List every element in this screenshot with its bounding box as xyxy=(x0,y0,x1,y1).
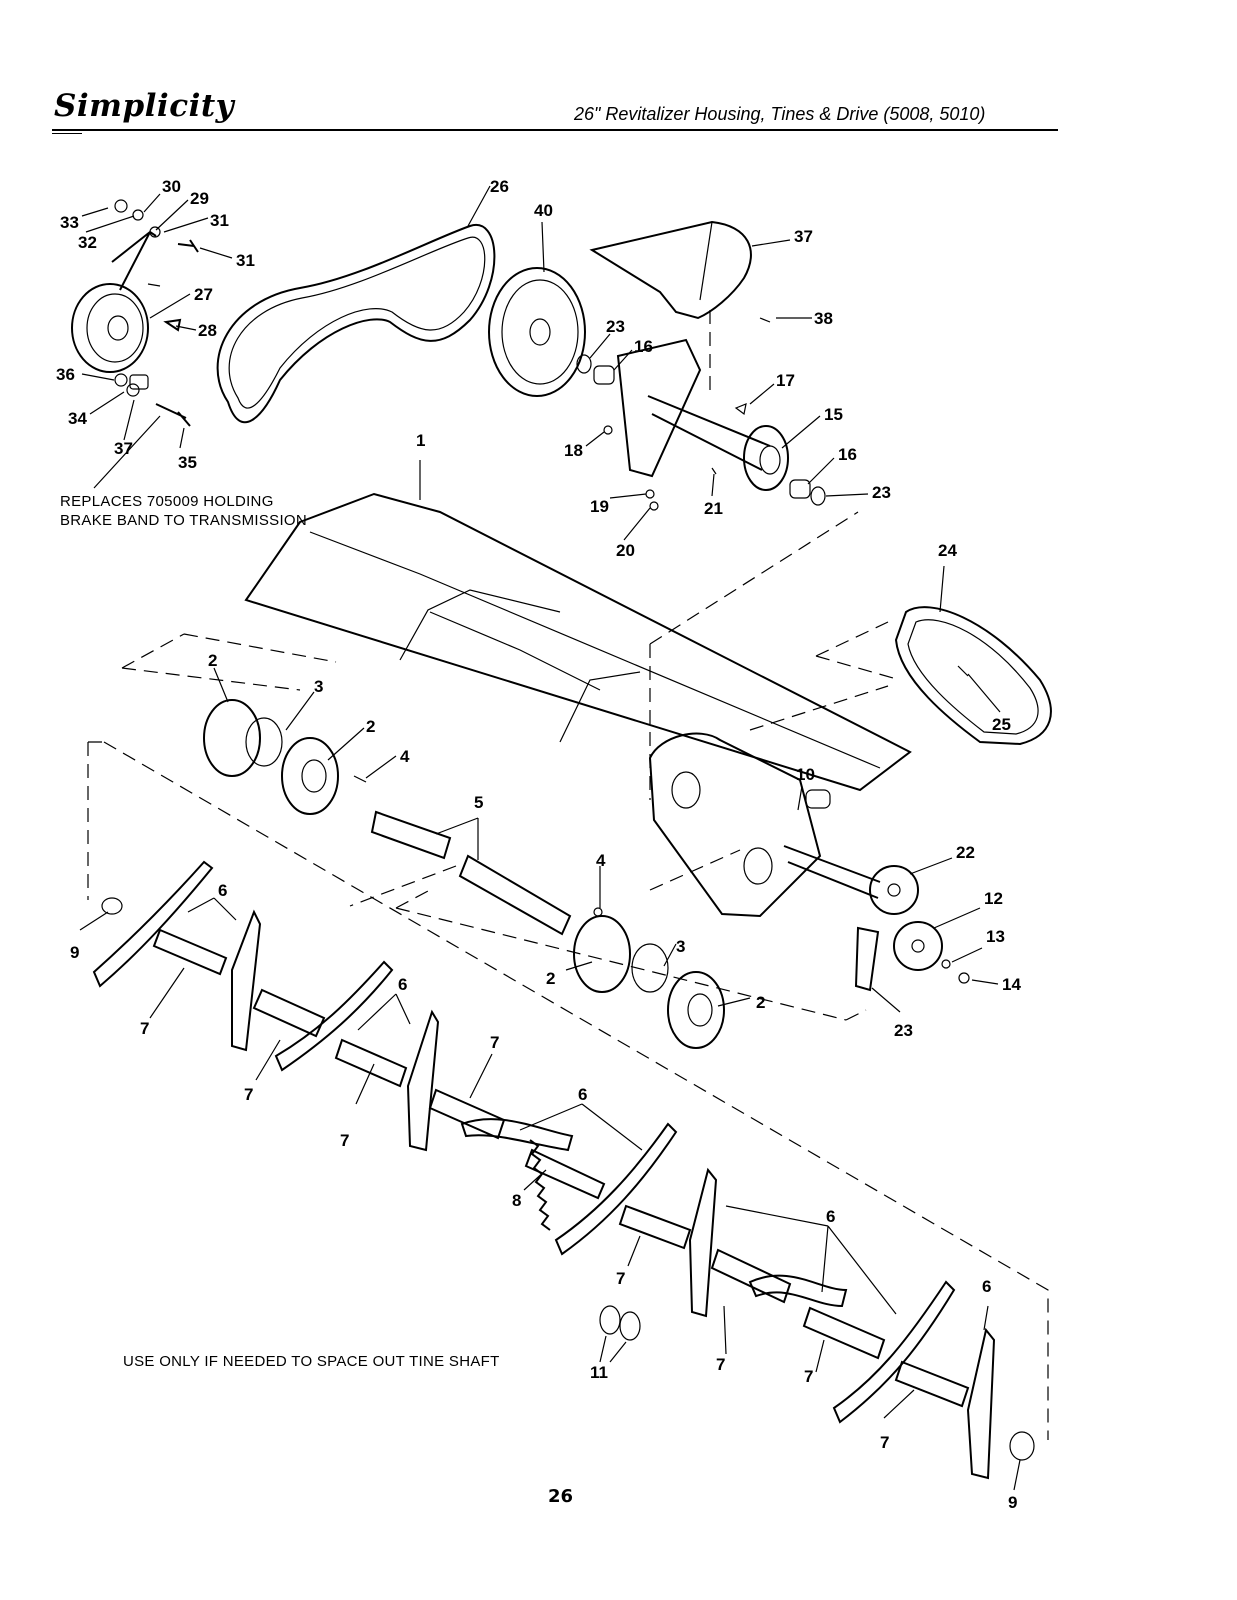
callout-18: 18 xyxy=(564,441,583,460)
callout-6d: 6 xyxy=(826,1207,835,1226)
callout-28: 27 xyxy=(194,285,213,304)
callout-23: 23 xyxy=(606,317,625,336)
callout-3a: 3 xyxy=(314,677,323,696)
callout-2d: 2 xyxy=(756,993,765,1012)
drive-pulley xyxy=(488,267,586,397)
callout-27: 26 xyxy=(490,177,509,196)
callout-16: 16 xyxy=(634,337,653,356)
callout-7c: 7 xyxy=(340,1131,349,1150)
header-rule xyxy=(52,129,1058,131)
callout-7b: 7 xyxy=(244,1085,253,1104)
callout-40: 40 xyxy=(534,201,553,220)
callout-31: 30 xyxy=(162,177,181,196)
callout-1: 1 xyxy=(416,431,425,450)
callout-7f: 7 xyxy=(716,1355,725,1374)
shaft-housing xyxy=(576,338,826,511)
callout-16b: 16 xyxy=(838,445,857,464)
callout-7a: 7 xyxy=(140,1019,149,1038)
callout-36: 35 xyxy=(178,453,197,472)
right-bearing-set xyxy=(573,907,725,1049)
callout-34: 33 xyxy=(60,213,79,232)
chain-case-cover xyxy=(894,606,1052,746)
callout-labels: 33 32 30 29 31 31 27 28 36 34 37 35 26 4… xyxy=(56,177,1021,1512)
callout-7h: 7 xyxy=(880,1433,889,1452)
page-number: 26 xyxy=(548,1486,574,1507)
sprocket-upper xyxy=(869,865,919,915)
callout-6a: 6 xyxy=(218,881,227,900)
callout-31b: 31 xyxy=(210,211,229,230)
callout-19: 19 xyxy=(590,497,609,516)
callout-9a: 9 xyxy=(70,943,79,962)
callout-24: 23 xyxy=(894,1021,913,1040)
callout-35: 34 xyxy=(68,409,87,428)
drive-chain xyxy=(854,926,880,992)
callout-3b: 3 xyxy=(676,937,685,956)
callout-30: 29 xyxy=(190,189,209,208)
left-bearing-set xyxy=(203,699,367,815)
callout-7d: 7 xyxy=(490,1033,499,1052)
callout-39: 38 xyxy=(814,309,833,328)
callout-12: 12 xyxy=(984,889,1003,908)
callout-2b: 2 xyxy=(366,717,375,736)
callout-37b: 37 xyxy=(114,439,133,458)
page-title: 26" Revitalizer Housing, Tines & Drive (… xyxy=(574,104,986,124)
callout-20: 20 xyxy=(616,541,635,560)
callout-8: 8 xyxy=(512,1191,521,1210)
callout-6e: 6 xyxy=(982,1277,991,1296)
callout-10: 10 xyxy=(796,765,815,784)
callout-7g: 7 xyxy=(804,1367,813,1386)
header-rule-accent xyxy=(52,133,82,134)
callout-37: 36 xyxy=(56,365,75,384)
callout-7e: 7 xyxy=(616,1269,625,1288)
callout-33: 32 xyxy=(78,233,97,252)
callout-6c: 6 xyxy=(578,1085,587,1104)
callout-11: 11 xyxy=(590,1363,608,1382)
tine-shafts xyxy=(370,810,572,936)
brake-band-note: REPLACES 705009 HOLDING BRAKE BAND TO TR… xyxy=(60,493,308,529)
sprocket-lower xyxy=(893,921,970,984)
spacer-shims xyxy=(599,1305,641,1341)
drive-side-plate xyxy=(648,732,881,918)
callout-6b: 6 xyxy=(398,975,407,994)
tine-shaft-note: USE ONLY IF NEEDED TO SPACE OUT TINE SHA… xyxy=(123,1353,500,1370)
callout-5: 5 xyxy=(474,793,483,812)
callout-23b: 23 xyxy=(872,483,891,502)
idler-pulley-assembly xyxy=(71,199,199,427)
callout-4a: 4 xyxy=(400,747,410,766)
callout-25: 24 xyxy=(938,541,957,560)
tiller-housing xyxy=(244,492,912,792)
brand-logo: Simplicity xyxy=(54,88,235,124)
callout-2a: 2 xyxy=(208,651,217,670)
callout-21: 21 xyxy=(704,499,723,518)
callout-29: 28 xyxy=(198,321,217,340)
callout-38: 37 xyxy=(794,227,813,246)
tine-spring xyxy=(529,1139,551,1231)
callout-2c: 2 xyxy=(546,969,555,988)
callout-13: 13 xyxy=(986,927,1005,946)
tine-assembly xyxy=(92,860,1035,1480)
dashed-outlines xyxy=(87,310,1049,1440)
v-belt xyxy=(216,223,496,424)
callout-14: 14 xyxy=(1002,975,1021,994)
callout-22: 22 xyxy=(956,843,975,862)
callout-17: 17 xyxy=(776,371,795,390)
callout-26: 25 xyxy=(992,715,1011,734)
leader-lines xyxy=(79,185,1021,1491)
callout-15: 15 xyxy=(824,405,843,424)
callout-32: 31 xyxy=(236,251,255,270)
callout-9b: 9 xyxy=(1008,1493,1017,1512)
callout-4b: 4 xyxy=(596,851,606,870)
belt-guard xyxy=(589,220,771,323)
